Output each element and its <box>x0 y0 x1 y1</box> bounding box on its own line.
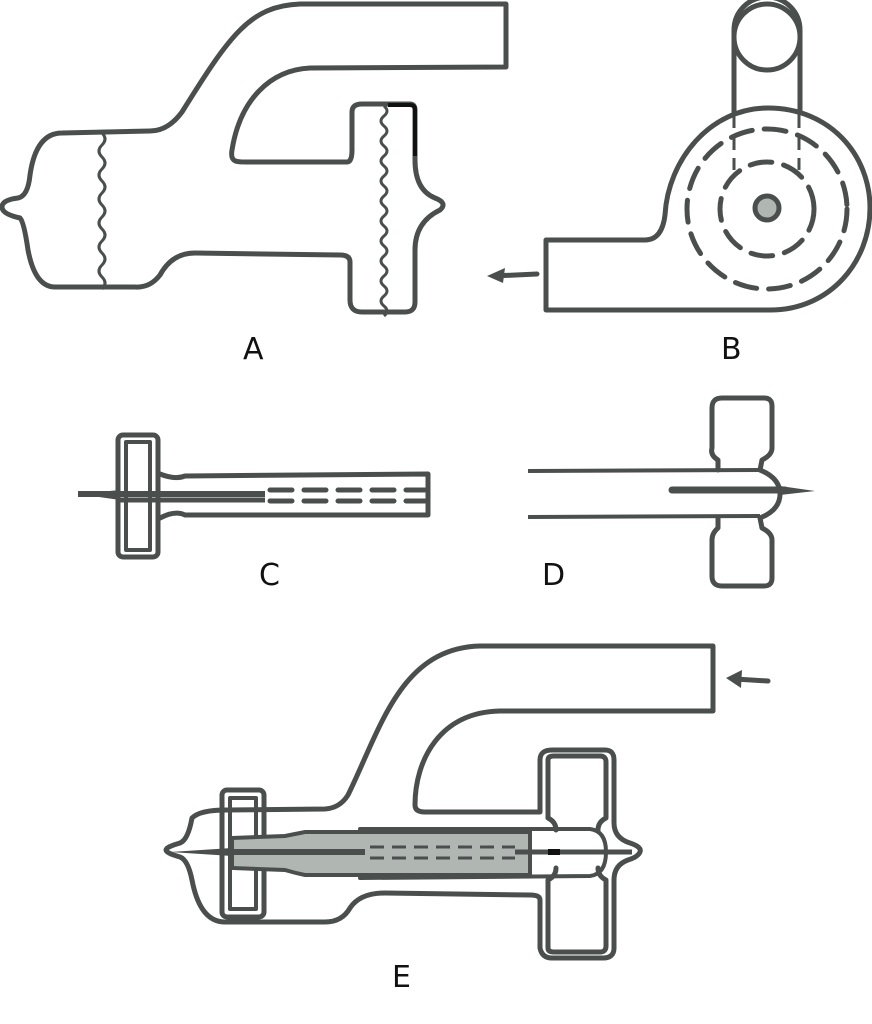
outlet-tube-opening <box>731 1 803 73</box>
left-membrane <box>97 131 107 291</box>
label-e: E <box>392 960 411 995</box>
label-d: D <box>542 558 566 593</box>
assembly-housing <box>163 643 716 961</box>
flow-arrow-icon <box>487 268 540 283</box>
needle-tip <box>780 486 815 495</box>
label-a: A <box>243 332 264 367</box>
inlet-arrow-icon <box>726 670 771 688</box>
label-c: C <box>259 558 280 593</box>
inner-dashed-ring <box>717 159 817 259</box>
tube-bottom-wall <box>527 514 761 519</box>
scroll-housing <box>543 105 872 313</box>
panel-b-drawing <box>543 0 872 313</box>
cartridge-tip <box>78 490 120 500</box>
assembly-cap-top <box>545 753 609 833</box>
panel-e-drawing <box>163 643 716 961</box>
assembly-cap-bottom <box>545 865 609 955</box>
needle-mark <box>548 849 560 855</box>
outer-dashed-ring <box>684 126 850 292</box>
panel-c-drawing <box>78 432 431 560</box>
hub <box>752 193 782 223</box>
panel-d-drawing <box>527 395 815 589</box>
cap-edge <box>388 103 417 156</box>
right-membrane <box>379 104 389 318</box>
tube-top-wall <box>527 468 761 473</box>
cartridge-tube <box>157 471 431 521</box>
assembly-left-tip <box>170 848 232 856</box>
housing-outline <box>0 1 509 315</box>
outlet-tube <box>731 0 803 115</box>
panel-a-drawing <box>0 1 509 318</box>
label-b: B <box>721 332 742 367</box>
